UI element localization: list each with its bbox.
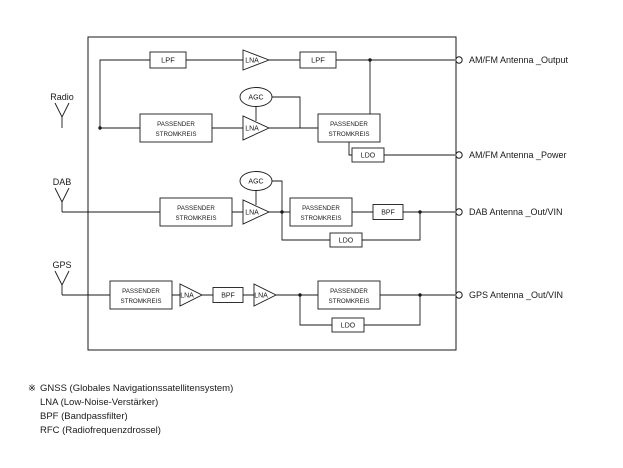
- antenna-symbols: [54, 102, 70, 295]
- labels: Radio DAB GPS LPF LNA LPF PASSENDER STRO…: [50, 55, 568, 330]
- junction-dot: [418, 210, 422, 214]
- dab-output-label: DAB Antenna _Out/VIN: [469, 207, 563, 217]
- gps-output-terminal: [455, 291, 463, 299]
- gps-ldo-wire: [299, 295, 421, 326]
- lna-label-2: LNA: [245, 126, 259, 133]
- lpf-label-2: LPF: [311, 56, 325, 65]
- junction-dot: [280, 210, 284, 214]
- matching-circuit-block-1: [139, 113, 213, 143]
- wiring: [62, 59, 455, 326]
- matching-label-1a: PASSENDER: [157, 121, 195, 128]
- matching-label-1b: STROMKREIS: [156, 131, 197, 138]
- radio-antenna-label: Radio: [50, 92, 74, 102]
- junction-dot: [418, 293, 422, 297]
- bpf-label-2: BPF: [221, 293, 235, 300]
- lpf-label-1: LPF: [161, 56, 175, 65]
- legend: ※ GNSS (Globales Navigationssatellitensy…: [28, 383, 233, 436]
- amfm-rf-wire: [99, 59, 455, 128]
- lpf-block-1: [149, 51, 187, 69]
- amfm-power-label: AM/FM Antenna _Power: [469, 150, 567, 160]
- lna-amplifier-1: [242, 49, 271, 71]
- agc-block-1: [239, 87, 273, 107]
- matching-label-2a: PASSENDER: [330, 121, 368, 128]
- dab-ldo-wire: [281, 212, 421, 241]
- ldo-block-3: [331, 317, 365, 333]
- dab-agc-feedback-wire: [255, 180, 283, 212]
- amfm-ldo-wire: [348, 142, 455, 156]
- ldo-label-2: LDO: [339, 238, 354, 245]
- amfm-agc-feedback-wire: [255, 96, 301, 128]
- matching-label-6a: PASSENDER: [330, 288, 368, 295]
- dab-output-terminal: [455, 208, 463, 216]
- lna-amplifier-5: [253, 283, 278, 307]
- radio-antenna-icon: [54, 102, 70, 128]
- matching-label-4b: STROMKREIS: [301, 215, 342, 222]
- amfm-output-label: AM/FM Antenna _Output: [469, 55, 569, 65]
- amfm-power-terminal: [455, 151, 463, 159]
- matching-label-3a: PASSENDER: [177, 205, 215, 212]
- agc-block-2: [239, 171, 273, 191]
- lna-amplifier-4: [179, 283, 204, 307]
- bpf-block-2: [212, 287, 244, 303]
- ldo-label-3: LDO: [341, 323, 356, 330]
- ldo-label-1: LDO: [361, 153, 376, 160]
- matching-circuit-block-6: [317, 280, 381, 310]
- dab-antenna-icon: [54, 187, 70, 212]
- matching-label-2b: STROMKREIS: [329, 131, 370, 138]
- junction-dot: [368, 58, 372, 62]
- legend-line-bpf: BPF (Bandpassfilter): [40, 411, 128, 422]
- matching-circuit-block-4: [289, 197, 353, 227]
- matching-label-4a: PASSENDER: [302, 205, 340, 212]
- bpf-block-1: [372, 204, 404, 220]
- ldo-block-1: [351, 147, 385, 163]
- gps-output-label: GPS Antenna _Out/VIN: [469, 290, 563, 300]
- lna-label-4: LNA: [180, 293, 194, 300]
- bpf-label-1: BPF: [381, 210, 395, 217]
- matching-circuit-block-3: [159, 197, 233, 227]
- matching-label-6b: STROMKREIS: [329, 298, 370, 305]
- matching-label-5a: PASSENDER: [122, 288, 160, 295]
- agc-label-2: AGC: [248, 179, 263, 186]
- junction-dot: [98, 126, 102, 130]
- matching-label-3b: STROMKREIS: [176, 215, 217, 222]
- amfm-output-terminal: [455, 56, 463, 64]
- junction-dots: [98, 58, 422, 297]
- agc-label-1: AGC: [248, 95, 263, 102]
- lpf-block-2: [299, 51, 337, 69]
- junction-dot: [298, 293, 302, 297]
- legend-line-gnss: GNSS (Globales Navigationssatellitensyst…: [40, 383, 233, 394]
- matching-circuit-block-5: [109, 280, 173, 310]
- lna-amplifier-3: [242, 199, 271, 225]
- matching-label-5b: STROMKREIS: [121, 298, 162, 305]
- dab-antenna-label: DAB: [53, 177, 72, 187]
- function-blocks: [109, 49, 404, 333]
- legend-reference-mark: ※: [28, 383, 36, 394]
- ldo-block-2: [329, 232, 363, 248]
- main-module-outline: [87, 36, 457, 351]
- matching-circuit-block-2: [317, 113, 381, 143]
- lna-amplifier-2: [242, 115, 271, 141]
- legend-line-rfc: RFC (Radiofrequenzdrossel): [40, 425, 161, 436]
- output-terminals: [455, 56, 463, 299]
- gps-antenna-icon: [54, 270, 70, 295]
- gps-antenna-label: GPS: [52, 260, 71, 270]
- lna-label-1: LNA: [245, 58, 259, 65]
- lna-label-5: LNA: [254, 293, 268, 300]
- legend-line-lna: LNA (Low-Noise-Verstärker): [40, 397, 158, 408]
- lna-label-3: LNA: [245, 210, 259, 217]
